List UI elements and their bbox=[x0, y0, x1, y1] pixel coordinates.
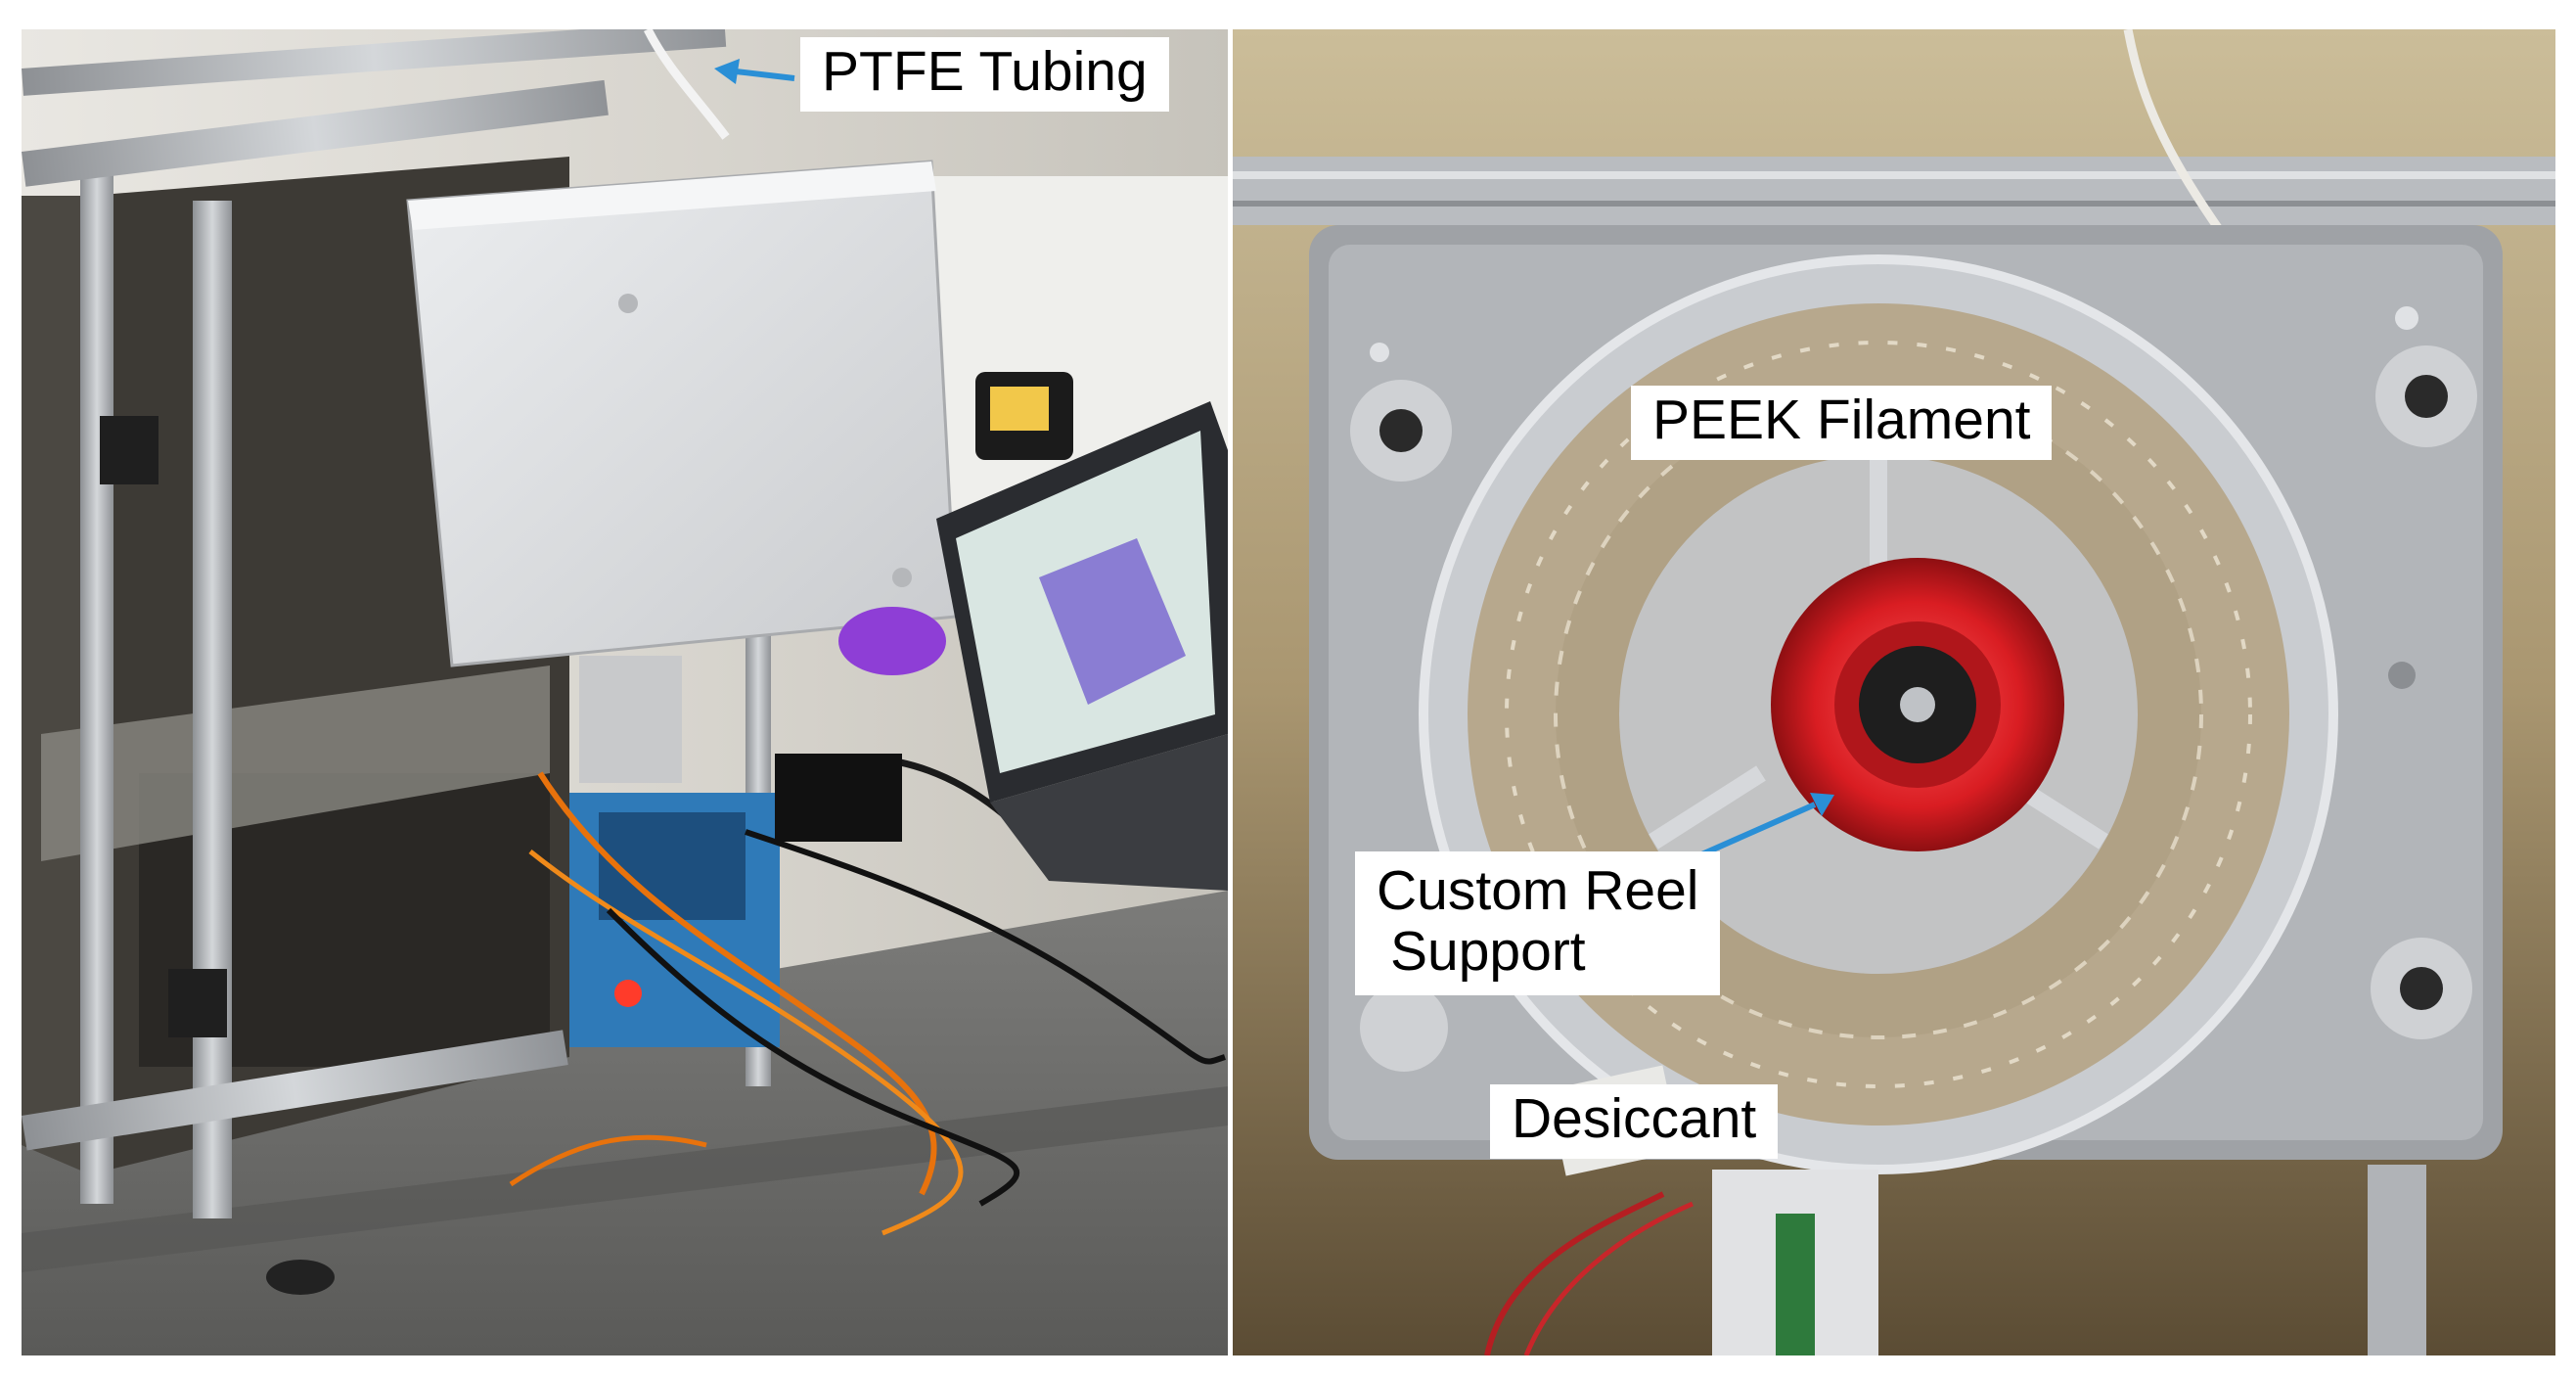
filament-dry-box-illustration bbox=[1233, 29, 2555, 1355]
photo-printer-enclosure bbox=[22, 29, 1228, 1355]
label-peek-filament: PEEK Filament bbox=[1631, 386, 2053, 460]
label-ptfe-tubing: PTFE Tubing bbox=[800, 37, 1169, 112]
photo-filament-dry-box bbox=[1233, 29, 2555, 1355]
printer-enclosure-illustration bbox=[22, 29, 1228, 1355]
label-desiccant: Desiccant bbox=[1490, 1084, 1779, 1159]
label-custom-reel-support: Custom Reel Support bbox=[1355, 851, 1721, 996]
label-custom-reel-line1: Custom Reel bbox=[1377, 859, 1699, 922]
label-custom-reel-line2: Support bbox=[1390, 919, 1586, 983]
